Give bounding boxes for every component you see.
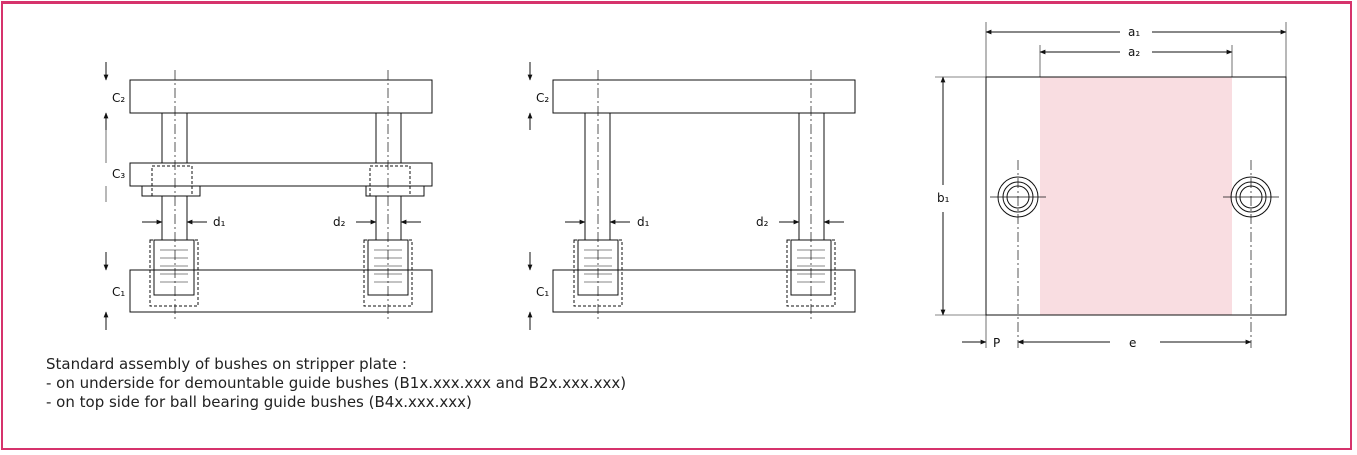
- caption-line-1: Standard assembly of bushes on stripper …: [46, 355, 407, 373]
- caption: Standard assembly of bushes on stripper …: [46, 355, 626, 412]
- caption-line-3: - on top side for ball bearing guide bus…: [46, 393, 472, 411]
- middle-label-c1: C₁: [536, 285, 549, 299]
- left-label-d1: d₁: [213, 215, 226, 229]
- plan-plate-outline: [985, 76, 1287, 316]
- middle-label-d2: d₂: [756, 215, 769, 229]
- left-label-d2: d₂: [333, 215, 346, 229]
- left-label-c1: C₁: [112, 285, 125, 299]
- left-top-plate: [129, 79, 433, 114]
- plan-label-b1: b₁: [937, 191, 950, 205]
- plan-label-e: e: [1129, 336, 1136, 350]
- middle-label-c2: C₂: [536, 91, 549, 105]
- middle-top-plate: [552, 79, 856, 114]
- plan-label-a1: a₁: [1128, 25, 1140, 39]
- left-stripper-plate: [129, 162, 433, 187]
- plan-label-p: P: [993, 336, 1000, 350]
- left-bottom-plate: [129, 269, 433, 313]
- left-label-c2: C₂: [112, 91, 125, 105]
- plan-view-drawing: [935, 22, 1287, 348]
- left-label-c3: C₃: [112, 167, 125, 181]
- plan-highlight-area: [1040, 77, 1232, 315]
- plan-label-a2: a₂: [1128, 45, 1140, 59]
- left-assembly-drawing: [103, 62, 433, 330]
- caption-line-2: - on underside for demountable guide bus…: [46, 374, 627, 392]
- middle-bottom-plate: [552, 269, 856, 313]
- middle-label-d1: d₁: [637, 215, 650, 229]
- middle-assembly-drawing: [527, 62, 856, 330]
